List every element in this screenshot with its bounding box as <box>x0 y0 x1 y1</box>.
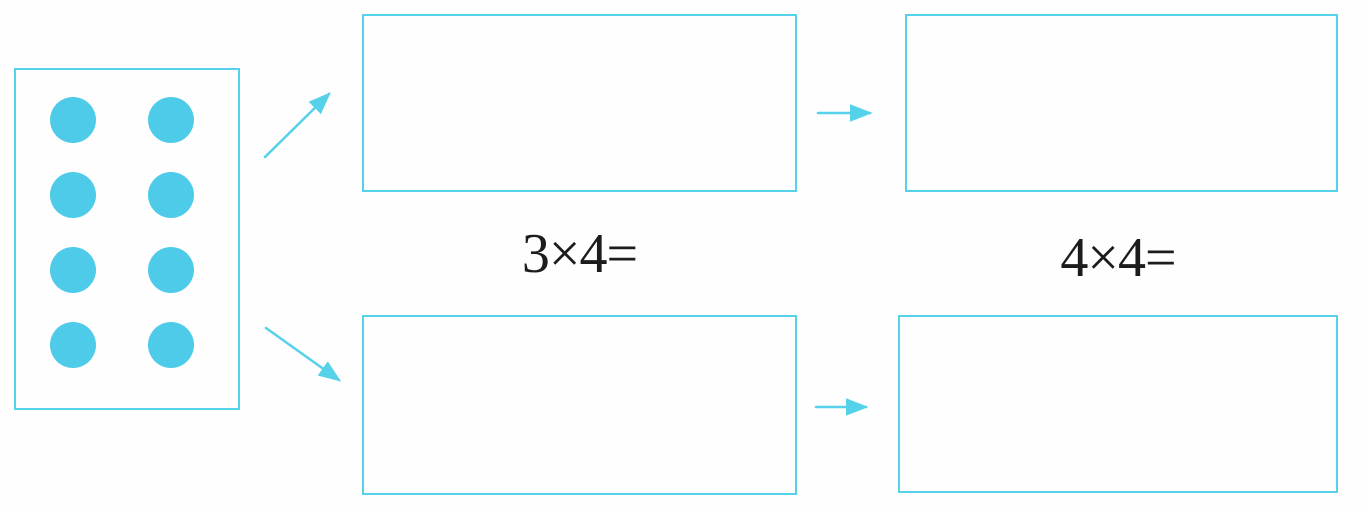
answer-box-bottom-right[interactable] <box>898 315 1338 493</box>
expression-4x4: 4×4= <box>1060 227 1176 289</box>
arrow-up-right-icon <box>263 92 331 159</box>
answer-box-bottom-middle[interactable] <box>362 315 797 495</box>
counting-dot <box>148 172 194 218</box>
expression-3x4: 3×4= <box>521 223 638 285</box>
arrow-down-right-icon <box>264 326 342 382</box>
counting-dot <box>50 322 96 368</box>
answer-box-top-middle[interactable] <box>362 14 797 192</box>
counting-dot <box>148 247 194 293</box>
counting-dot <box>50 97 96 143</box>
dot-grid <box>50 97 238 368</box>
counting-dot <box>50 247 96 293</box>
counting-dot <box>50 172 96 218</box>
counting-dot <box>148 322 194 368</box>
counting-dot <box>148 97 194 143</box>
dot-array-box <box>14 68 240 410</box>
answer-box-top-right[interactable] <box>905 14 1338 192</box>
